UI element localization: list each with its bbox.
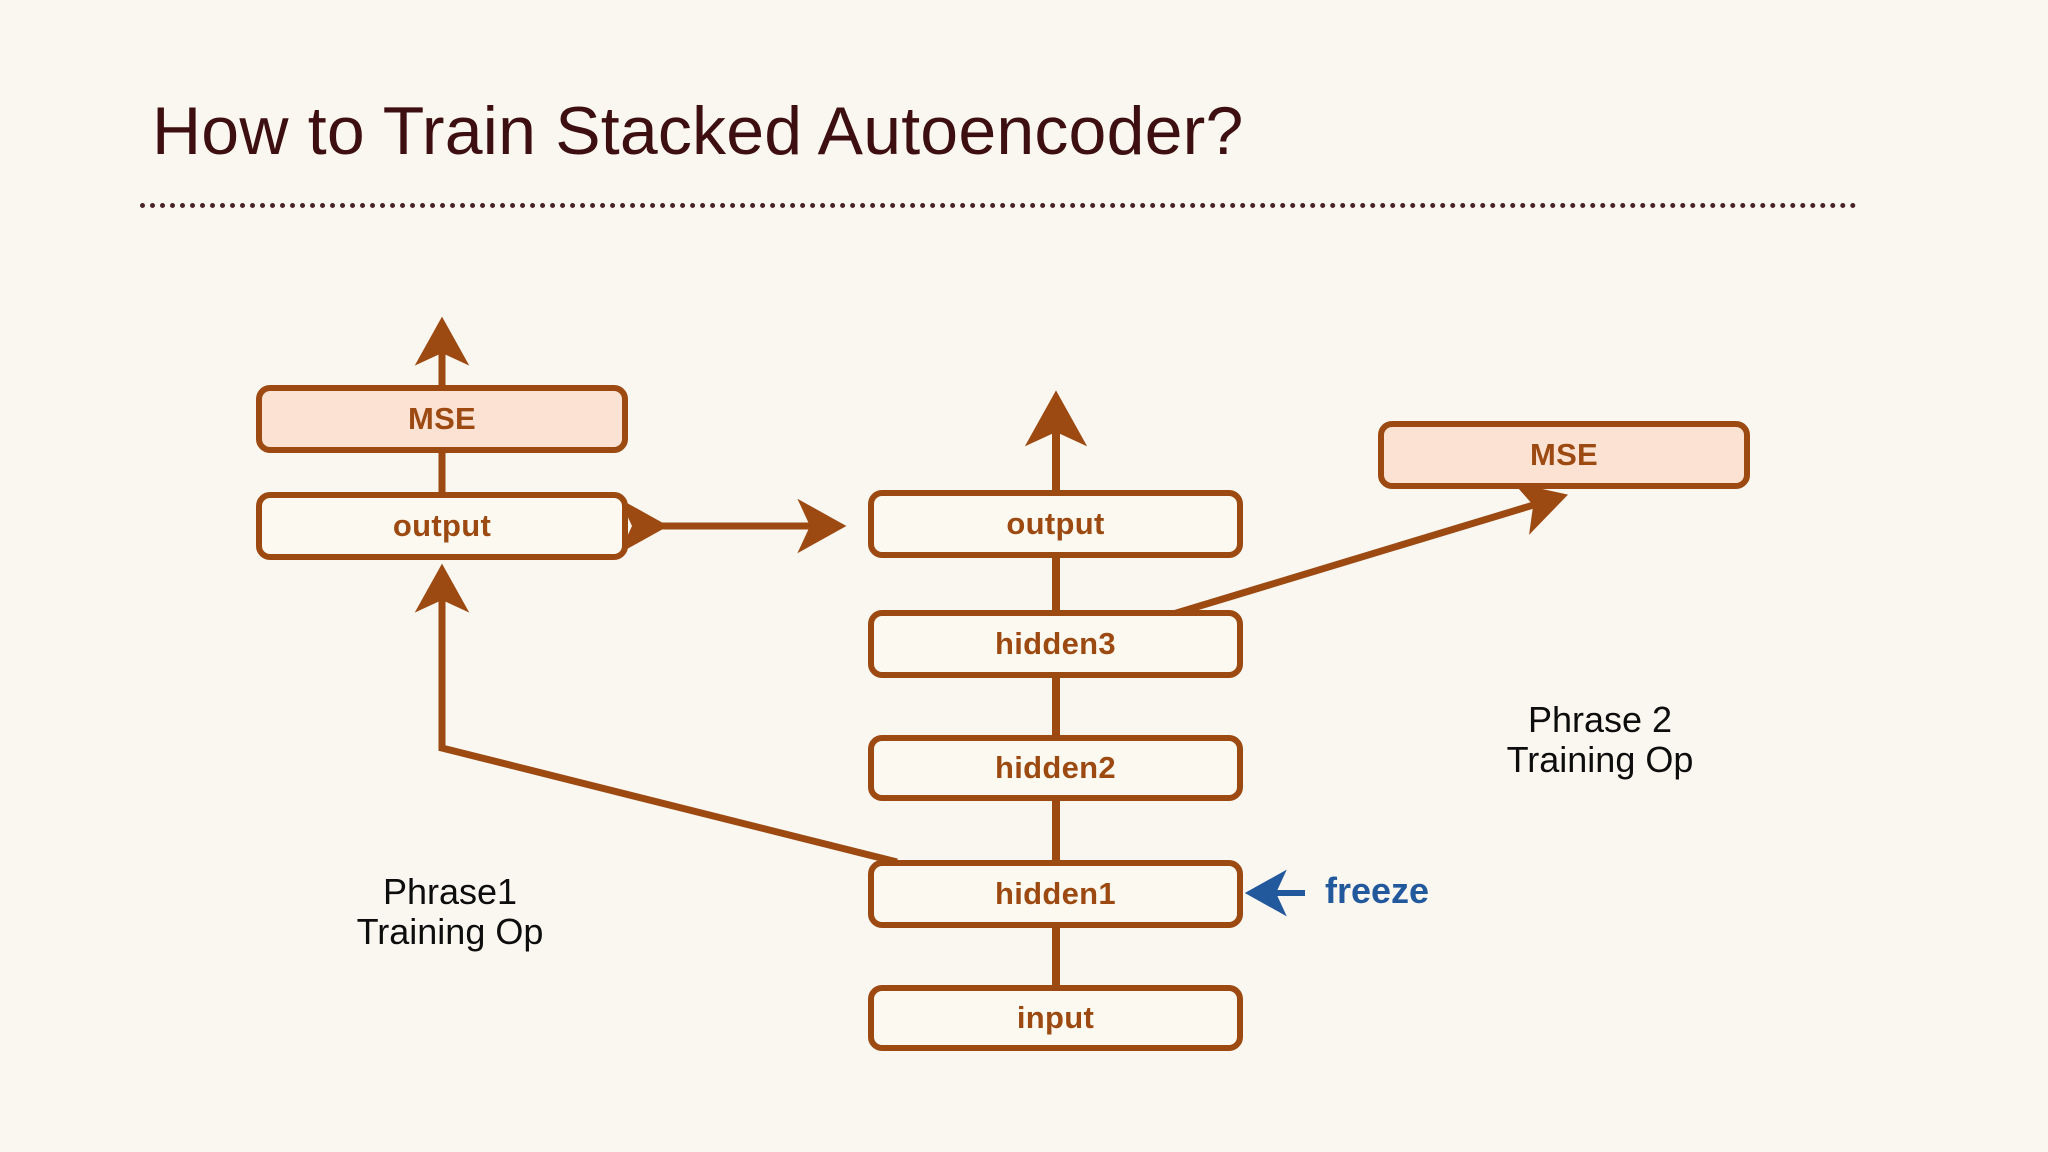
node-mse-right[interactable]: MSE — [1378, 421, 1750, 489]
node-input[interactable]: input — [868, 985, 1243, 1051]
page-title: How to Train Stacked Autoencoder? — [152, 93, 1244, 169]
node-hidden1[interactable]: hidden1 — [868, 860, 1243, 928]
title-divider — [140, 203, 1857, 208]
node-output-left[interactable]: output — [256, 492, 628, 560]
node-mse-left[interactable]: MSE — [256, 385, 628, 453]
caption-phrase1: Phrase1 Training Op — [330, 871, 570, 953]
node-hidden3[interactable]: hidden3 — [868, 610, 1243, 678]
caption-phrase2-line1: Phrase 2 — [1527, 699, 1673, 740]
node-output-center[interactable]: output — [868, 490, 1243, 558]
caption-phrase1-line1: Phrase1 — [382, 871, 518, 912]
freeze-annotation-label: freeze — [1325, 870, 1430, 911]
caption-phrase2: Phrase 2 Training Op — [1480, 699, 1720, 781]
caption-phrase2-line2: Training Op — [1506, 739, 1694, 781]
caption-phrase1-line2: Training Op — [356, 911, 544, 953]
connector-phrase1-training-op — [414, 563, 898, 866]
node-hidden2[interactable]: hidden2 — [868, 735, 1243, 801]
